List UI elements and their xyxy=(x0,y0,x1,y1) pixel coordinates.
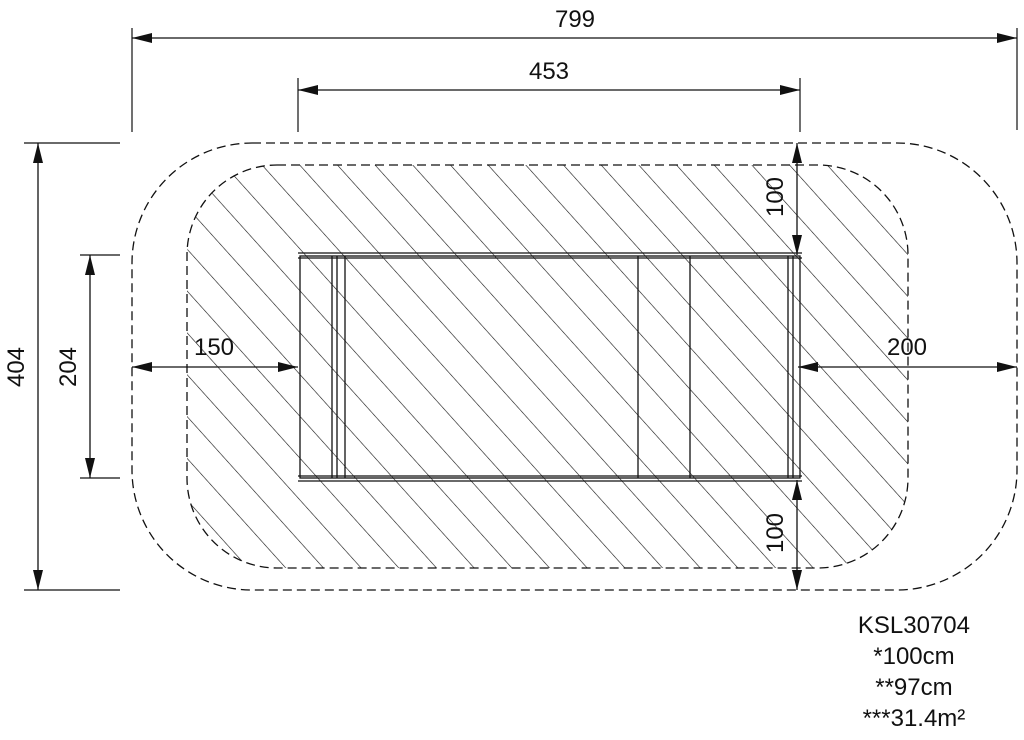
dim-top-clearance: 100 xyxy=(762,177,789,217)
outer-safety-zone xyxy=(131,142,1018,591)
info-line-2: **97cm xyxy=(875,674,953,701)
product-info: KSL30704 *100cm **97cm ***31.4m² xyxy=(858,610,970,734)
dim-right-clearance: 200 xyxy=(887,334,927,361)
dim-overall-width: 799 xyxy=(555,6,595,33)
equipment-frame xyxy=(298,252,802,482)
info-line-3: ***31.4m² xyxy=(862,705,966,732)
model-number: KSL30704 xyxy=(857,612,970,639)
dim-equipment-height: 204 xyxy=(55,347,82,387)
dim-overall-height: 404 xyxy=(3,347,30,387)
dim-bottom-clearance: 100 xyxy=(762,513,789,553)
dim-left-clearance: 150 xyxy=(194,334,234,361)
dim-equipment-width: 453 xyxy=(529,58,569,85)
info-line-1: *100cm xyxy=(873,643,955,670)
